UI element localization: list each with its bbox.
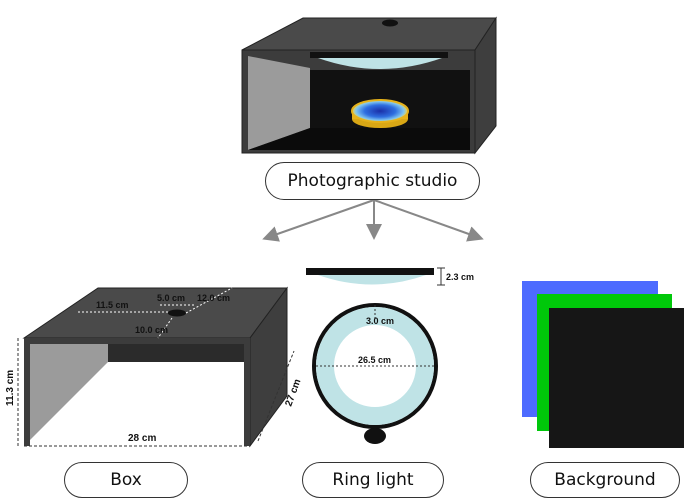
studio-floor	[248, 128, 470, 150]
box-camera-hole	[168, 309, 186, 317]
box-left-dim: 11.5 cm	[96, 300, 129, 310]
studio-left-wall	[248, 56, 310, 150]
ring-thickness-dim: 2.3 cm	[446, 272, 474, 282]
box-left-wall	[24, 338, 108, 446]
ring-light-side-view	[318, 275, 426, 285]
ring-light-bar	[306, 268, 434, 275]
studio-box-illustration	[241, 16, 497, 155]
box-width-dim: 28 cm	[128, 433, 156, 444]
studio-top-face	[241, 17, 497, 51]
ring-light-plug	[364, 428, 386, 444]
box-right-dim-line	[185, 287, 233, 314]
background-illustration	[522, 281, 684, 448]
box-front-dim: 10.0 cm	[135, 325, 168, 335]
ring-light-label: Ring light	[302, 462, 444, 498]
background-black	[549, 308, 684, 448]
background-label: Background	[530, 462, 680, 498]
box-illustration: 11.5 cm 5.0 cm 12.0 cm 10.0 cm 11.3 cm 2…	[5, 286, 304, 448]
split-arrows	[262, 199, 484, 242]
arrow-to-background	[373, 199, 484, 242]
box-label: Box	[64, 462, 188, 498]
box-right-dim: 12.0 cm	[197, 293, 230, 303]
sample-petri-dish	[351, 99, 409, 123]
box-height-dim: 11.3 cm	[5, 370, 16, 406]
ring-width-dim: 3.0 cm	[366, 316, 394, 326]
arrow-to-box	[262, 199, 375, 242]
ring-light-illustration: 2.3 cm 3.0 cm 26.5 cm	[306, 267, 474, 444]
studio-ring-light	[318, 58, 442, 69]
box-front-dim-line	[157, 317, 173, 339]
studio-ring-holder	[310, 52, 448, 58]
studio-label: Photographic studio	[265, 162, 480, 200]
box-hole-dim: 5.0 cm	[157, 293, 185, 303]
studio-camera-hole	[382, 19, 398, 27]
ring-diameter-dim: 26.5 cm	[358, 355, 391, 365]
box-depth-dim-line	[257, 350, 295, 442]
